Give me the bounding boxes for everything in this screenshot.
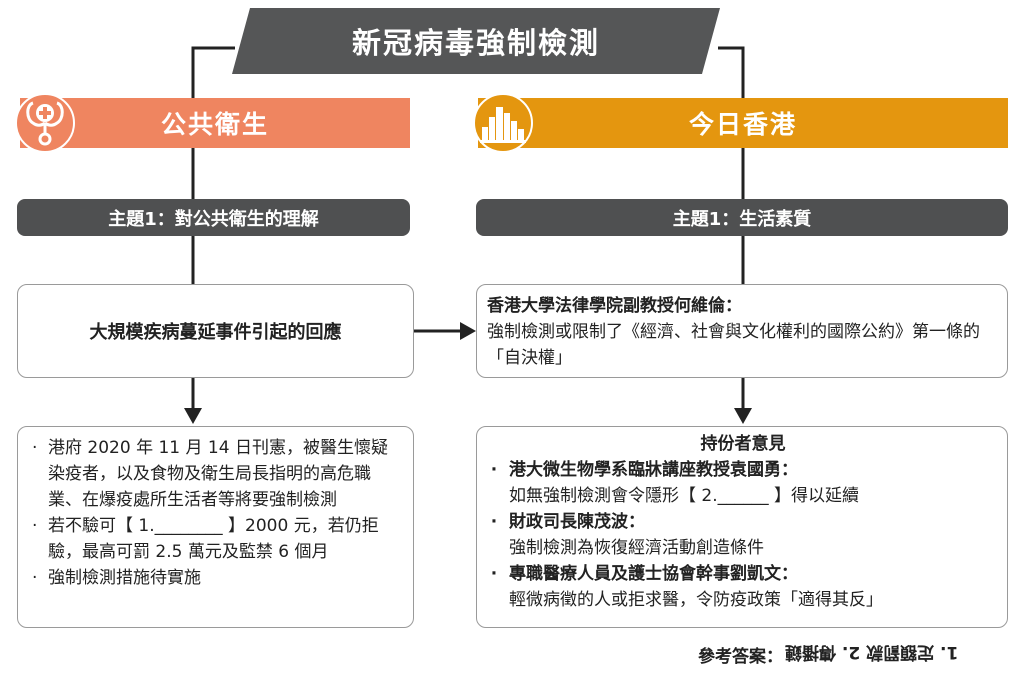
view-text: 強制檢測為恢復經濟活動創造條件 xyxy=(509,538,764,558)
theme-left: 主題1：對公共衛生的理解 xyxy=(17,199,410,236)
issue-box: 大規模疾病蔓延事件引起的回應 xyxy=(17,284,414,378)
view-speaker: ‧ 港大微生物學系臨牀講座教授袁國勇： xyxy=(491,457,995,483)
view-text: 輕微病徵的人或拒求醫，令防疫政策「適得其反」 xyxy=(509,590,883,610)
bullet-dot: ‧ xyxy=(491,460,497,480)
title-to-right-connector xyxy=(718,46,745,98)
view-speaker-name: 港大微生物學系臨牀講座教授袁國勇： xyxy=(509,460,798,480)
list-item: ‧ 若不驗可【 1.________ 】2000 元，若仍拒驗，最高可罰 2.5… xyxy=(32,513,401,565)
view-speaker: ‧ 財政司長陳茂波： xyxy=(491,509,995,535)
answer-label: 參考答案： xyxy=(698,646,783,667)
bullet-dot: ‧ xyxy=(32,568,38,588)
facts-box: ‧ 港府 2020 年 11 月 14 日刊憲，被醫生懷疑染疫者，以及食物及衛生… xyxy=(17,426,414,628)
stakeholder-views-box: 持份者意見 ‧ 港大微生物學系臨牀講座教授袁國勇： 如無強制檢測會令隱形【 2.… xyxy=(476,426,1008,628)
list-item: ‧ 港府 2020 年 11 月 14 日刊憲，被醫生懷疑染疫者，以及食物及衛生… xyxy=(32,435,401,513)
category-public-health: 公共衛生 xyxy=(20,98,410,148)
fact-text: 若不驗可【 1.________ 】2000 元，若仍拒驗，最高可罰 2.5 萬… xyxy=(48,516,379,562)
bullet-dot: ‧ xyxy=(491,512,497,532)
theme-right-label: 主題1：生活素質 xyxy=(672,208,812,230)
title-to-left-connector xyxy=(191,46,235,98)
bullet-dot: ‧ xyxy=(32,438,38,458)
bullet-dot: ‧ xyxy=(32,516,38,536)
theme-right: 主題1：生活素質 xyxy=(476,199,1008,236)
list-item: ‧ 強制檢測措施待實施 xyxy=(32,565,401,591)
bullet-dot: ‧ xyxy=(491,564,497,584)
view-speaker-name: 財政司長陳茂波： xyxy=(509,512,645,532)
page-title: 新冠病毒強制檢測 xyxy=(351,26,600,60)
answer-footer: 參考答案： 1. 定額罰款 2. 傳播鏈 xyxy=(698,641,1008,667)
city-skyline-icon xyxy=(473,93,533,153)
answer-text-upside-down: 1. 定額罰款 2. 傳播鏈 xyxy=(785,641,959,662)
category-today-hk: 今日香港 xyxy=(478,98,1008,148)
category-today-hk-label: 今日香港 xyxy=(688,110,797,139)
category-public-health-label: 公共衛生 xyxy=(160,110,269,139)
quote-speaker: 香港大學法律學院副教授何維倫： xyxy=(487,296,742,316)
arrow-right xyxy=(460,322,476,340)
view-text: 如無強制檢測會令隱形【 2.______ 】得以延續 xyxy=(509,486,860,506)
arrow-down-left xyxy=(184,408,202,424)
theme-left-label: 主題1：對公共衛生的理解 xyxy=(108,208,319,230)
views-title: 持份者意見 xyxy=(700,434,786,454)
fact-text: 強制檢測措施待實施 xyxy=(48,568,201,588)
arrow-down-right xyxy=(734,408,752,424)
view-speaker-name: 專職醫療人員及護士協會幹事劉凱文： xyxy=(509,564,798,584)
title-banner: 新冠病毒強制檢測 xyxy=(232,8,720,74)
stethoscope-cross-icon xyxy=(15,93,75,153)
issue-text: 大規模疾病蔓延事件引起的回應 xyxy=(89,322,342,343)
quote-box: 香港大學法律學院副教授何維倫： 強制檢測或限制了《經濟、社會與文化權利的國際公約… xyxy=(476,284,1008,378)
fact-text: 港府 2020 年 11 月 14 日刊憲，被醫生懷疑染疫者，以及食物及衛生局長… xyxy=(48,438,388,510)
view-speaker: ‧ 專職醫療人員及護士協會幹事劉凱文： xyxy=(491,561,995,587)
quote-text: 強制檢測或限制了《經濟、社會與文化權利的國際公約》第一條的「自決權」 xyxy=(487,322,980,368)
